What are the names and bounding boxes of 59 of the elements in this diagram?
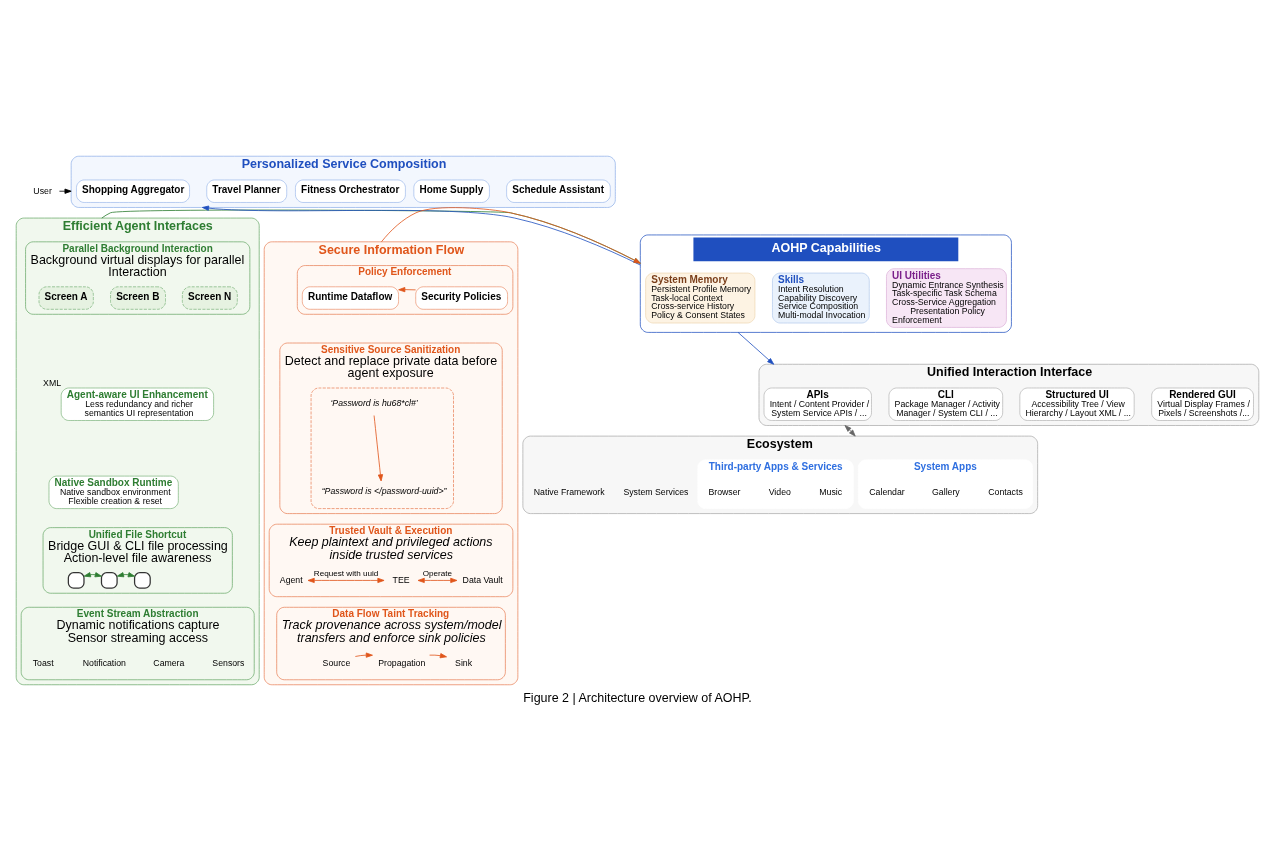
node-label: XML [43, 377, 62, 388]
node-text: Browser [708, 486, 741, 497]
node-box: Shopping Aggregator [76, 179, 190, 203]
node-box: Runtime Dataflow [302, 286, 399, 310]
node-box: Rendered GUI Virtual Display Frames / Pixels / Screenshots /... [1151, 387, 1254, 421]
node-box: Agent-aware UI Enhancement Less redundancy and richer semantics UI representation [60, 387, 214, 421]
node-box: APIs Intent / Content Provider / System Service APIs / ... [763, 387, 872, 421]
node-text: Propagation [378, 657, 426, 668]
arrow [381, 207, 641, 264]
node-text: Contacts [988, 486, 1023, 497]
node-text: User [33, 185, 52, 196]
node-box: Screen A [38, 286, 94, 310]
arrow [354, 652, 373, 658]
node-text: Data Vault [462, 574, 503, 585]
node-box [133, 572, 151, 589]
node-text: Calendar [869, 486, 905, 497]
arrow [373, 415, 384, 482]
node-text: Video [768, 486, 791, 497]
node-box: Screen N [182, 286, 238, 310]
node-box: Fitness Orchestrator [295, 179, 406, 203]
node-text: “Password is </password-uuid>” [321, 486, 447, 497]
node-text: TEE [392, 574, 410, 585]
node-box: CLI Package Manager / Activity Manager / System CLI / ... [888, 387, 1003, 421]
node-text: Gallery [932, 486, 960, 497]
arrow [116, 572, 135, 578]
node-box [67, 572, 85, 589]
node-box: Security Policies [415, 286, 508, 310]
node-text: Sink [455, 657, 473, 668]
node-text: ‘Password is hu68*cl#’ [330, 397, 418, 408]
node-box: Structured UI Accessibility Tree / View Hierarchy / Layout XML / ... [1019, 387, 1135, 421]
node-box: Screen B [110, 286, 166, 310]
arrow [307, 577, 385, 584]
node-box: Skills Intent Resolution Capability Discovery Service Composition Multi-modal Invocation [772, 272, 870, 324]
arrow [844, 425, 856, 437]
node-box [100, 572, 118, 589]
node-text: Camera [153, 657, 185, 668]
node-text: Toast [32, 657, 54, 668]
node-box: Home Supply [413, 179, 490, 203]
node-box: Native Sandbox Runtime Native sandbox environment Flexible creation & reset [48, 475, 179, 509]
cluster [310, 387, 454, 509]
node-box: UI Utilities Dynamic Entrance Synthesis Task-specific Task Schema Cross-Service Aggregation Presentation Policy Enforcement [886, 268, 1007, 328]
arrow [201, 205, 641, 266]
node-text: Music [819, 486, 843, 497]
node-text: Sensors [212, 657, 245, 668]
node-text: Agent [279, 574, 303, 585]
caption: Figure 2 | Architecture overview of AOHP. [523, 691, 752, 706]
cluster: Unified File Shortcut Bridge GUI & CLI file processing Action-level file awareness [42, 527, 233, 594]
node-box: System Memory Persistent Profile Memory Task-local Context Cross-service History Policy & Consent States [645, 272, 756, 324]
node-box: Schedule Assistant [506, 179, 611, 203]
arrow [737, 332, 775, 365]
arrow [417, 577, 458, 584]
node-box: Travel Planner [206, 179, 287, 203]
node-text: Native Framework [533, 486, 605, 497]
arrow [83, 572, 102, 578]
arrow [429, 653, 447, 659]
node-text: System Services [623, 486, 689, 497]
node-text: Notification [82, 657, 126, 668]
arrow [398, 287, 417, 293]
node-text: Source [322, 657, 351, 668]
